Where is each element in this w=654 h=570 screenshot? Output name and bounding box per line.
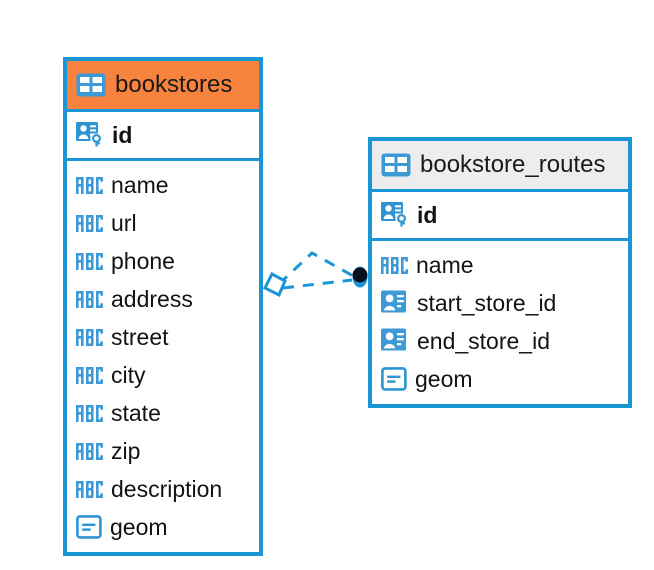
entity-header-bookstores[interactable]: bookstores xyxy=(67,61,259,109)
column-label: start_store_id xyxy=(417,289,557,316)
relationship-line-lower xyxy=(282,278,353,290)
entity-header-bookstore-routes[interactable]: bookstore_routes xyxy=(372,141,628,189)
filled-circle-marker xyxy=(352,266,368,288)
entity-title: bookstores xyxy=(115,71,233,98)
column-label: id xyxy=(112,121,133,148)
primary-key-section: id xyxy=(372,189,628,241)
column-label: name xyxy=(111,171,169,198)
text-type-icon xyxy=(76,366,103,384)
column-label: end_store_id xyxy=(417,327,550,354)
column-label: description xyxy=(111,475,223,502)
column-row-end-store-id[interactable]: end_store_id xyxy=(372,322,628,360)
column-label: address xyxy=(111,285,193,312)
column-list-bookstores: name url phone address street city state zip des… xyxy=(67,161,259,552)
text-type-icon xyxy=(76,252,103,270)
column-row-address[interactable]: address xyxy=(67,280,259,318)
column-row-id[interactable]: id xyxy=(372,192,628,238)
column-row-zip[interactable]: zip xyxy=(67,432,259,470)
primary-key-icon xyxy=(76,121,104,149)
column-row-phone[interactable]: phone xyxy=(67,242,259,280)
primary-key-icon xyxy=(381,201,409,229)
text-type-icon xyxy=(76,214,103,232)
primary-key-section: id xyxy=(67,109,259,161)
column-label: name xyxy=(416,251,474,278)
geometry-type-icon xyxy=(76,515,102,539)
column-label: geom xyxy=(415,365,473,392)
entity-title: bookstore_routes xyxy=(420,151,606,178)
text-type-icon xyxy=(76,442,103,460)
entity-bookstore-routes[interactable]: bookstore_routes xyxy=(368,137,632,408)
column-label: zip xyxy=(111,437,141,464)
column-label: url xyxy=(111,209,137,236)
column-row-geom[interactable]: geom xyxy=(372,360,628,398)
column-row-state[interactable]: state xyxy=(67,394,259,432)
column-label: phone xyxy=(111,247,175,274)
column-row-name[interactable]: name xyxy=(67,166,259,204)
text-type-icon xyxy=(76,176,103,194)
column-row-id[interactable]: id xyxy=(67,112,259,158)
column-row-description[interactable]: description xyxy=(67,470,259,508)
column-row-city[interactable]: city xyxy=(67,356,259,394)
column-label: id xyxy=(417,201,438,228)
geometry-type-icon xyxy=(381,367,407,391)
text-type-icon xyxy=(76,480,103,498)
column-row-url[interactable]: url xyxy=(67,204,259,242)
column-label: street xyxy=(111,323,169,350)
column-row-geom[interactable]: geom xyxy=(67,508,259,546)
table-icon xyxy=(76,73,106,97)
relationship-line-upper xyxy=(277,251,356,286)
foreign-key-icon xyxy=(381,290,409,316)
text-type-icon xyxy=(76,328,103,346)
column-row-start-store-id[interactable]: start_store_id xyxy=(372,284,628,322)
column-row-name[interactable]: name xyxy=(372,246,628,284)
foreign-key-icon xyxy=(381,328,409,354)
table-icon xyxy=(381,153,411,177)
column-row-street[interactable]: street xyxy=(67,318,259,356)
column-label: city xyxy=(111,361,146,388)
text-type-icon xyxy=(76,404,103,422)
text-type-icon xyxy=(381,256,408,274)
column-label: state xyxy=(111,399,161,426)
entity-bookstores[interactable]: bookstores xyxy=(63,57,263,556)
diamond-marker xyxy=(262,271,287,298)
text-type-icon xyxy=(76,290,103,308)
column-label: geom xyxy=(110,513,168,540)
